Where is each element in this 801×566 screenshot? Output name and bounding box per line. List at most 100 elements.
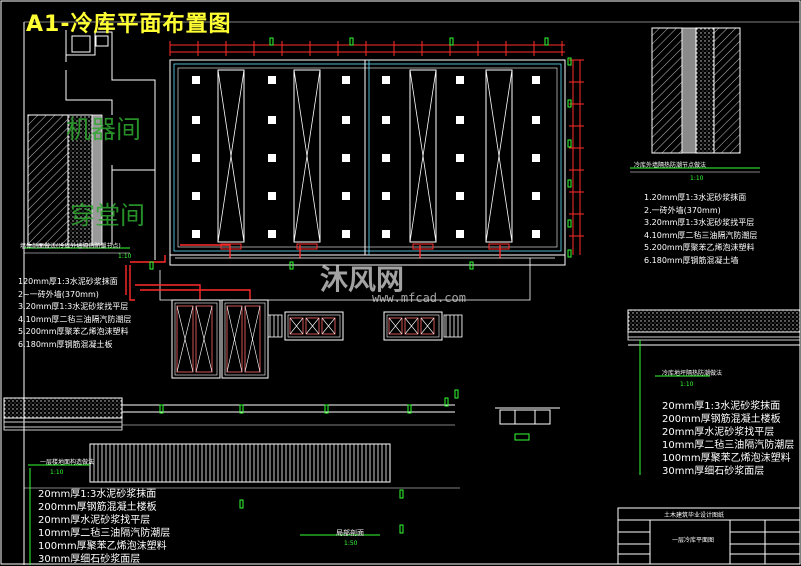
unit-bay <box>388 317 403 335</box>
note-line: 5.200mm厚聚苯乙烯泡沫塑料 <box>644 243 755 253</box>
cooler-drain <box>488 243 510 250</box>
air-cooler-cross <box>293 69 321 243</box>
green-mark <box>567 139 572 148</box>
column <box>382 192 390 200</box>
left-wall-caption: 墙体剖面做法(冷库外墙隔热防潮节点) <box>20 243 121 250</box>
note-line: 6.180mm厚钢筋混凝土板 <box>18 339 113 349</box>
unit-bay <box>244 305 261 373</box>
lobby-label: 穿堂间 <box>70 201 146 230</box>
air-cooler <box>409 69 437 243</box>
air-cooler-cross <box>217 69 245 243</box>
note-line: 1.20mm厚1:3水泥砂浆抹面 <box>644 193 747 202</box>
column <box>268 116 276 124</box>
green-mark <box>324 404 329 414</box>
note-line: 20mm厚1:3水泥砂浆抹面 <box>662 401 781 412</box>
cooler-drain <box>412 243 434 250</box>
right-floor-caption: 冷库地坪隔热防潮做法 <box>662 370 723 377</box>
bottom-floor-section <box>3 397 460 565</box>
right-wall-caption: 冷库外墙隔热防潮节点做法 <box>634 162 707 169</box>
column <box>342 192 350 200</box>
section-mark-scale: 1:50 <box>344 540 358 547</box>
watermark-brand: 沐风网 <box>320 263 405 296</box>
column <box>268 154 276 162</box>
column <box>268 192 276 200</box>
column <box>192 230 200 238</box>
air-cooler <box>485 69 513 243</box>
note-line: 200mm厚钢筋混凝土楼板 <box>38 502 157 513</box>
green-mark <box>449 37 454 46</box>
cooler-drain <box>220 243 242 250</box>
note-line: 100mm厚聚苯乙烯泡沫塑料 <box>38 541 167 552</box>
right-wall-section <box>630 22 801 300</box>
column <box>342 116 350 124</box>
note-line: 3.20mm厚1:3水泥砂浆找平层 <box>644 218 755 228</box>
floor-section-notes: 20mm厚1:3水泥砂浆抹面 200mm厚钢筋混凝土楼板 20mm厚水泥砂浆找平… <box>38 488 170 566</box>
note-line: 10mm厚二毡三油隔汽防潮层 <box>662 440 795 451</box>
columns-group <box>192 76 540 238</box>
drawing-title: A1-冷库平面布置图 <box>26 12 232 37</box>
green-mark <box>407 404 412 414</box>
note-line: 2.一砖外墙(370mm) <box>644 205 721 215</box>
air-cooler <box>293 69 321 243</box>
green-mark <box>149 261 154 270</box>
note-line: 6.180mm厚钢筋混凝土墙 <box>644 255 739 265</box>
column <box>532 192 540 200</box>
unit-frame <box>383 311 443 341</box>
right-wall-notes: 1.20mm厚1:3水泥砂浆抹面 2.一砖外墙(370mm) 3.20mm厚1:… <box>644 192 757 268</box>
column <box>456 116 464 124</box>
column <box>268 230 276 238</box>
unit-cross <box>321 317 336 335</box>
unit-frame <box>171 299 221 379</box>
green-mark <box>567 179 572 188</box>
note-line: 30mm厚细石砂浆面层 <box>38 554 141 565</box>
green-mark <box>399 524 404 534</box>
green-mark <box>444 397 449 407</box>
note-line: 5.200mm厚聚苯乙烯泡沫塑料 <box>18 327 129 337</box>
compressor-units <box>171 299 463 379</box>
column <box>382 116 390 124</box>
air-cooler <box>217 69 245 243</box>
right-floor-notes: 20mm厚1:3水泥砂浆抹面 200mm厚钢筋混凝土楼板 20mm厚水泥砂浆找平… <box>662 400 794 478</box>
left-wall-scale: 1:10 <box>118 253 132 260</box>
dimension-lines <box>169 41 584 255</box>
title-block-drawing: 一层冷库平面图 <box>672 537 715 544</box>
unit-grille <box>443 314 463 338</box>
air-cooler-cross <box>485 69 513 243</box>
title-block <box>617 507 801 565</box>
unit-inner <box>224 302 266 376</box>
note-line: 20mm厚水泥砂浆找平层 <box>38 515 151 526</box>
section-mark-caption: 局部剖面 <box>336 529 364 537</box>
column <box>268 76 276 84</box>
green-mark <box>159 404 164 414</box>
column <box>382 154 390 162</box>
unit-bay <box>420 317 435 335</box>
unit-bay <box>176 305 194 373</box>
green-mark <box>567 57 572 66</box>
unit-inner <box>386 314 440 338</box>
column <box>342 76 350 84</box>
unit-bay <box>195 305 213 373</box>
air-coolers-group <box>217 69 513 250</box>
column <box>532 230 540 238</box>
column <box>192 192 200 200</box>
green-mark <box>567 99 572 108</box>
left-wall-section <box>24 114 130 254</box>
right-floor-section <box>627 309 801 475</box>
left-wall-notes: 120mm厚1:3水泥砂浆抹面 2~一砖外墙(370mm) 3.20mm厚1:3… <box>18 276 131 352</box>
detail-section <box>495 407 560 441</box>
column <box>192 154 200 162</box>
unit-bay <box>305 317 320 335</box>
green-mark <box>469 261 474 270</box>
unit-frame <box>221 299 269 379</box>
note-line: 200mm厚钢筋混凝土楼板 <box>662 414 781 425</box>
unit-inner <box>174 302 218 376</box>
column <box>532 154 540 162</box>
column <box>382 230 390 238</box>
green-mark <box>239 404 244 414</box>
column <box>456 76 464 84</box>
unit-cross <box>404 317 419 335</box>
unit-bay <box>289 317 304 335</box>
green-mark <box>567 249 572 258</box>
column <box>382 76 390 84</box>
